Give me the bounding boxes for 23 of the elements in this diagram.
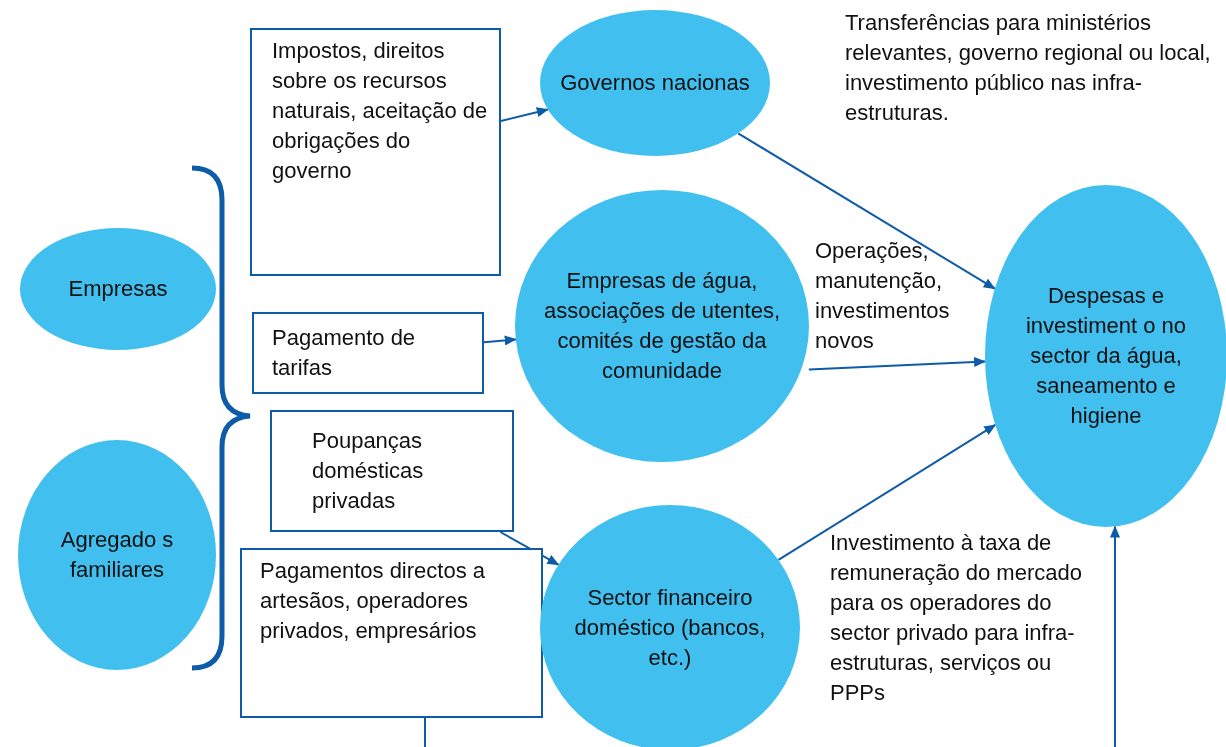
annotation-text: Transferências para ministérios relevantes, governo regional ou local, investimento público nas infra-estruturas. — [845, 9, 1212, 127]
text-box — [240, 548, 543, 718]
node-text: Sector financeiro doméstico (bancos, etc.) — [573, 583, 767, 672]
node-text: Agregado s familiares — [59, 526, 175, 584]
arrow — [500, 107, 549, 122]
text-box — [252, 312, 484, 394]
text-box — [250, 28, 501, 276]
node-text: Pagamento de tarifas — [272, 324, 417, 382]
arrow — [737, 132, 996, 290]
node-text: Governos nacionas — [560, 69, 750, 97]
arrow — [777, 423, 997, 561]
node-text: Empresas de água, associações de utentes, comités de gestão da comunidade — [542, 267, 781, 385]
node-text: Empresas — [68, 275, 168, 303]
node-text: Despesas e investiment o no sector da água, saneamento e higiene — [1024, 282, 1188, 430]
node-text: Pagamentos directos a artesãos, operadores privados, empresários — [260, 557, 487, 645]
arrow — [1110, 525, 1120, 747]
arrow — [483, 335, 517, 346]
text-box — [270, 410, 514, 532]
annotation-text: Investimento à taxa de remuneração do mercado para os operadores do sector privado para infra-estruturas, serviços ou PPPs — [830, 529, 1083, 707]
annotation-text: Operações, manutenção, investimentos novos — [815, 237, 951, 355]
node-text: Impostos, direitos sobre os recursos naturais, aceitação de obrigações do governo — [272, 37, 489, 185]
node-text: Poupanças domésticas privadas — [312, 427, 425, 515]
arrow — [807, 356, 987, 371]
